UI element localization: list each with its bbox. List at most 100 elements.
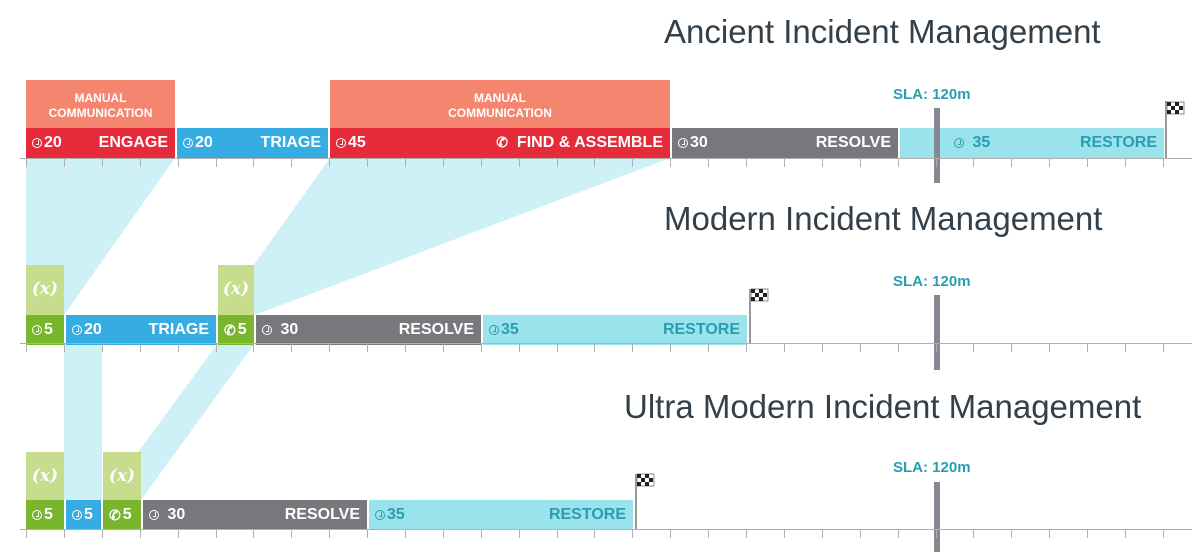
segment-automated-engage: 5 [26, 500, 64, 530]
connector-triage-to-ultra [64, 343, 102, 500]
segment-duration: 45 [348, 134, 366, 151]
manual-label-top: MANUAL [474, 91, 526, 105]
axis-tick [973, 530, 974, 538]
checkered-flag-icon [1165, 101, 1185, 120]
axis-tick [708, 530, 709, 538]
axis-tick [898, 530, 899, 538]
segment-duration: 20 [195, 134, 213, 151]
axis-tick [443, 159, 444, 167]
function-x-icon: (x) [26, 452, 64, 500]
axis-tick [64, 530, 65, 538]
axis-tick [860, 344, 861, 352]
axis-tick [1163, 159, 1164, 167]
clock-icon [32, 138, 42, 148]
segment-duration: 5 [44, 321, 53, 338]
axis-tick [898, 159, 899, 167]
axis-tick [860, 159, 861, 167]
axis-tick [291, 530, 292, 538]
segment-duration: 5 [84, 506, 93, 523]
clock-icon [489, 325, 499, 335]
segment-label: ENGAGE [98, 134, 168, 151]
axis-tick [405, 344, 406, 352]
segment-label: FIND & ASSEMBLE [516, 134, 663, 151]
axis-tick [216, 159, 217, 167]
axis-tick [594, 159, 595, 167]
axis-tick [329, 159, 330, 167]
axis-tick [708, 159, 709, 167]
axis-tick [405, 530, 406, 538]
axis-tick [1011, 344, 1012, 352]
axis-tick [481, 159, 482, 167]
axis-tick [26, 530, 27, 538]
clock-icon [262, 325, 272, 335]
sla-marker [934, 108, 940, 183]
axis-tick [670, 159, 671, 167]
axis-tick [860, 530, 861, 538]
clock-icon [336, 138, 346, 148]
phone-icon: ✆ [224, 321, 236, 338]
axis-tick [64, 159, 65, 167]
axis-tick [291, 159, 292, 167]
segment-duration: 5 [122, 506, 132, 523]
sla-label: SLA: 120m [893, 86, 971, 103]
flag-pole [749, 289, 751, 343]
segment-duration: 35 [501, 321, 519, 338]
timeline-axis [20, 343, 1192, 344]
clock-icon [375, 510, 385, 520]
segment-restore: 35 RESTORE [369, 500, 633, 530]
axis-tick [1163, 344, 1164, 352]
phone-icon: ✆ [109, 506, 121, 523]
sla-label: SLA: 120m [893, 459, 971, 476]
axis-tick [140, 159, 141, 167]
axis-tick [936, 344, 937, 352]
axis-tick [822, 530, 823, 538]
axis-tick [822, 344, 823, 352]
axis-tick [291, 344, 292, 352]
segment-label: TRIAGE [260, 134, 321, 151]
flag-pole [635, 474, 637, 529]
axis-tick [1087, 159, 1088, 167]
axis-tick [670, 344, 671, 352]
segment-automated-call: ✆5 [103, 500, 141, 530]
segment-automated-triage: 5 [66, 500, 101, 530]
clock-icon [32, 510, 42, 520]
axis-tick [1011, 530, 1012, 538]
axis-tick [443, 344, 444, 352]
axis-tick [594, 344, 595, 352]
clock-icon [72, 325, 82, 335]
sla-label: SLA: 120m [893, 273, 971, 290]
axis-tick [1087, 530, 1088, 538]
axis-tick [898, 344, 899, 352]
axis-tick [64, 344, 65, 352]
segment-label: RESTORE [548, 506, 626, 523]
connector-call-to-ultra [103, 343, 255, 500]
segment-duration: 30 [280, 321, 299, 338]
timeline-axis [20, 529, 1192, 530]
axis-tick [26, 344, 27, 352]
segment-label: TRIAGE [148, 321, 209, 338]
segment-automated-call: ✆5 [218, 315, 254, 345]
sla-marker [934, 295, 940, 370]
clock-icon [32, 325, 42, 335]
timeline-axis [20, 158, 1192, 159]
manual-communication-box-2: MANUAL COMMUNICATION [330, 80, 670, 128]
axis-tick [746, 344, 747, 352]
axis-tick [178, 344, 179, 352]
axis-tick [102, 530, 103, 538]
axis-tick [973, 159, 974, 167]
ancient-title: Ancient Incident Management [664, 13, 1101, 50]
modern-title: Modern Incident Management [664, 200, 1103, 237]
segment-duration: 20 [84, 321, 102, 338]
manual-label-bottom: COMMUNICATION [48, 106, 153, 120]
axis-tick [1011, 159, 1012, 167]
axis-tick [936, 530, 937, 538]
axis-tick [481, 344, 482, 352]
axis-tick [1049, 344, 1050, 352]
sla-marker [934, 482, 940, 552]
segment-duration: 5 [44, 506, 53, 523]
axis-tick [784, 530, 785, 538]
segment-automated-engage: 5 [26, 315, 64, 345]
axis-tick [708, 344, 709, 352]
axis-tick [670, 530, 671, 538]
axis-tick [1125, 159, 1126, 167]
